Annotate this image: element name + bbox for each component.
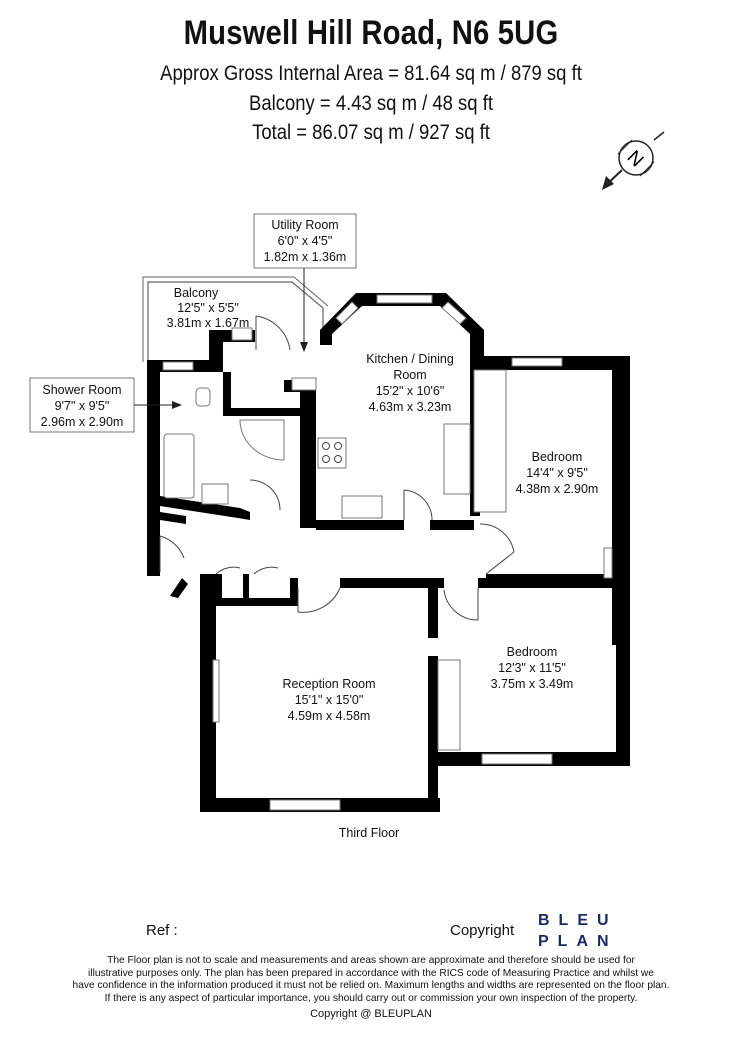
gross-internal-area: Approx Gross Internal Area = 81.64 sq m … bbox=[160, 62, 582, 85]
disclaimer-line: illustrative purposes only. The plan has… bbox=[88, 967, 654, 979]
reception-imperial: 15'1" x 15'0" bbox=[295, 693, 364, 707]
logo-line1: BLEU bbox=[538, 912, 618, 929]
windows bbox=[162, 294, 613, 811]
logo-line2: PLAN bbox=[538, 933, 618, 950]
kitchen-name-line1: Kitchen / Dining bbox=[366, 352, 454, 366]
hob bbox=[317, 437, 347, 469]
bedroom2-metric: 3.75m x 3.49m bbox=[491, 677, 574, 691]
bedroom2-name: Bedroom bbox=[507, 645, 558, 659]
total-area: Total = 86.07 sq m / 927 sq ft bbox=[252, 121, 490, 144]
disclaimer: The Floor plan is not to scale and measu… bbox=[40, 955, 702, 1005]
bedroom1-metric: 4.38m x 2.90m bbox=[516, 482, 599, 496]
reception-name: Reception Room bbox=[282, 677, 375, 691]
entrance-arrow-icon bbox=[170, 578, 188, 598]
kitchen-imperial: 15'2" x 10'6" bbox=[376, 384, 445, 398]
toilet bbox=[195, 387, 211, 407]
copyright-line: Copyright @ BLEUPLAN bbox=[310, 1008, 432, 1020]
balcony-name: Balcony bbox=[174, 286, 219, 300]
shower-room-imperial: 9'7" x 9'5" bbox=[55, 399, 110, 413]
floor-label: Third Floor bbox=[339, 826, 399, 840]
disclaimer-line: If there is any aspect of particular imp… bbox=[104, 992, 638, 1004]
doors bbox=[159, 315, 515, 621]
property-title: Muswell Hill Road, N6 5UG bbox=[183, 14, 559, 52]
shower-room-metric: 2.96m x 2.90m bbox=[41, 415, 124, 429]
bedroom2-imperial: 12'3" x 11'5" bbox=[498, 661, 566, 675]
kitchen-name-line2: Room bbox=[393, 368, 426, 382]
sink bbox=[341, 495, 383, 519]
copyright-label: Copyright bbox=[450, 922, 515, 939]
ref-label: Ref : bbox=[146, 922, 178, 939]
reception-metric: 4.59m x 4.58m bbox=[288, 709, 371, 723]
kitchen-unit bbox=[443, 423, 471, 495]
balcony-area: Balcony = 4.43 sq m / 48 sq ft bbox=[249, 92, 493, 115]
north-arrow-icon: N bbox=[602, 131, 665, 190]
utility-room-metric: 1.82m x 1.36m bbox=[264, 250, 347, 264]
bathtub bbox=[163, 433, 195, 499]
basin bbox=[201, 483, 229, 505]
disclaimer-line: The Floor plan is not to scale and measu… bbox=[107, 955, 635, 966]
balcony-metric: 3.81m x 1.67m bbox=[167, 316, 250, 330]
utility-label-box bbox=[253, 213, 357, 269]
shower-room-name: Shower Room bbox=[42, 383, 121, 397]
floor-plan: N bbox=[29, 131, 665, 840]
balcony-imperial: 12'5" x 5'5" bbox=[177, 301, 239, 315]
bleuplan-logo: BLEU PLAN bbox=[538, 910, 618, 952]
balcony-outline bbox=[142, 276, 329, 362]
shower-label-box bbox=[29, 377, 135, 433]
kitchen-metric: 4.63m x 3.23m bbox=[369, 400, 452, 414]
utility-room-imperial: 6'0" x 4'5" bbox=[278, 234, 333, 248]
bedroom1-imperial: 14'4" x 9'5" bbox=[526, 466, 588, 480]
bedroom1-name: Bedroom bbox=[532, 450, 583, 464]
disclaimer-line: have confidence in the information produ… bbox=[72, 980, 670, 992]
shower-tray bbox=[239, 419, 285, 461]
utility-room-name: Utility Room bbox=[271, 218, 338, 232]
walls bbox=[147, 293, 630, 812]
fixtures bbox=[163, 327, 507, 751]
